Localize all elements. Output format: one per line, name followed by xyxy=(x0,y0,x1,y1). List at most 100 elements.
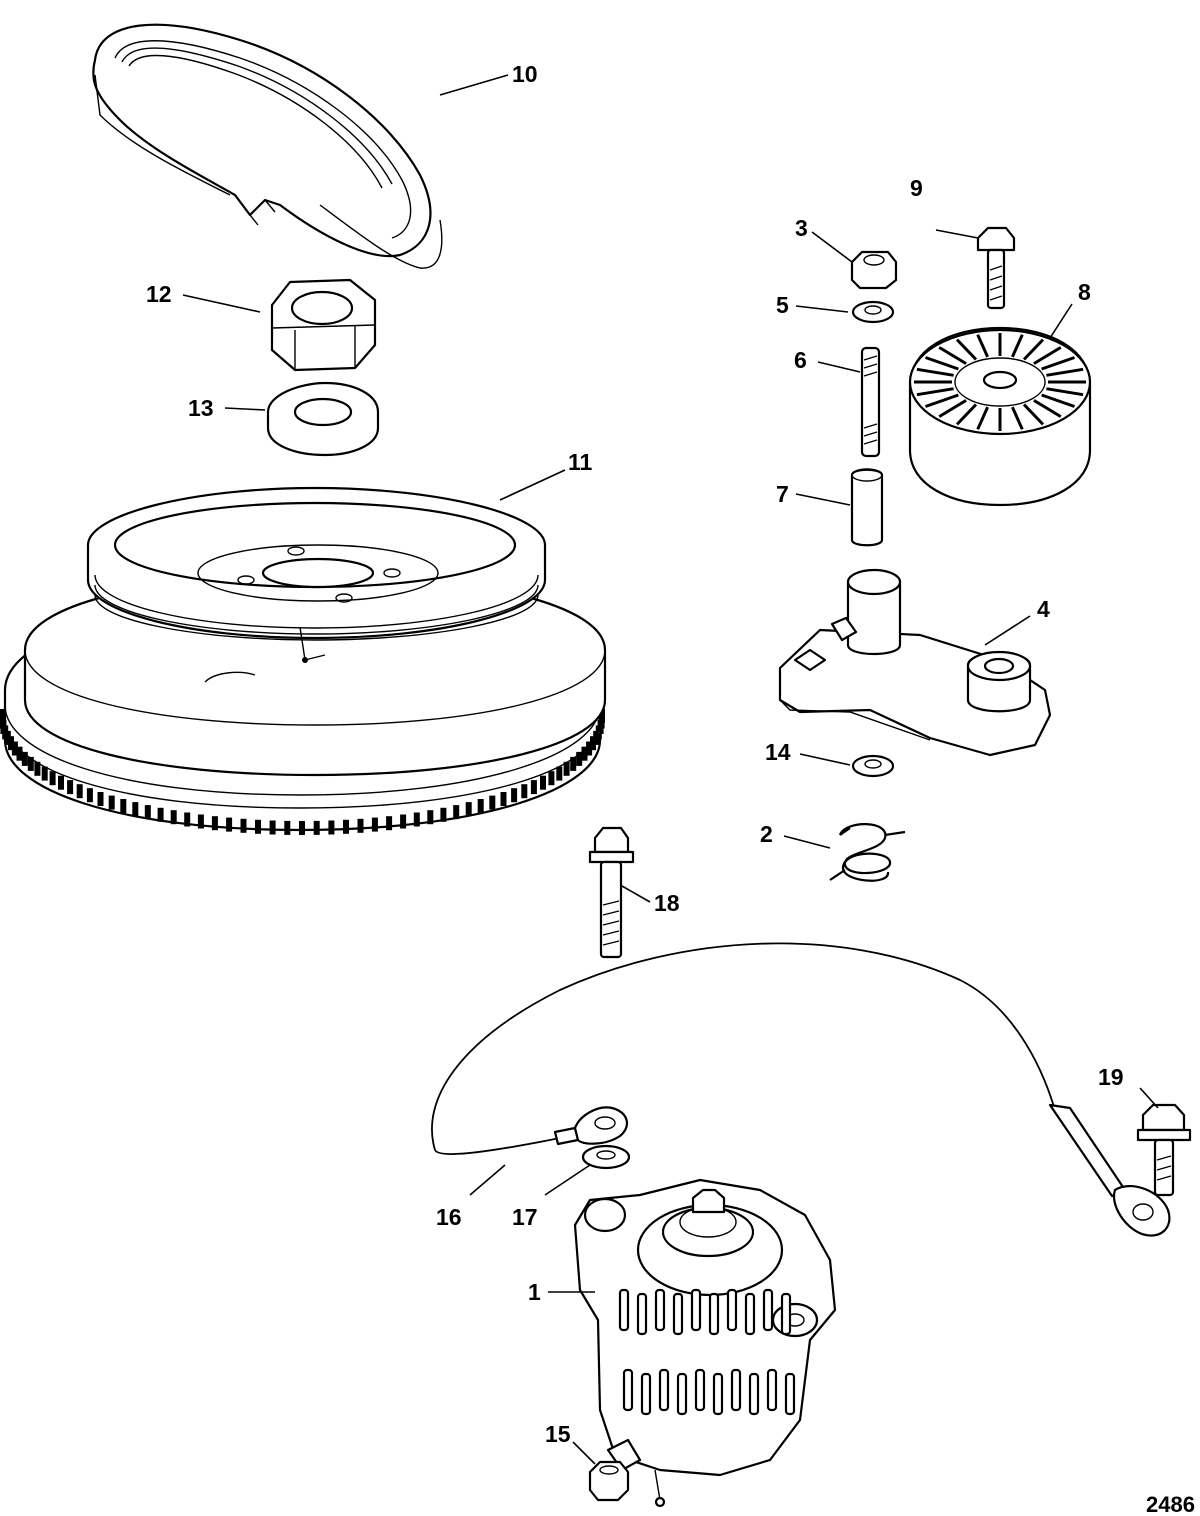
gear-tooth xyxy=(299,821,305,835)
cooling-fin xyxy=(640,1372,652,1416)
pulley-washer xyxy=(266,381,380,457)
gear-tooth xyxy=(240,818,247,833)
pulley-rib xyxy=(1046,387,1084,397)
callout-11: 11 xyxy=(568,449,593,475)
gear-tooth xyxy=(530,780,537,795)
callout-14: 14 xyxy=(765,739,791,765)
pulley-rib xyxy=(916,387,954,397)
ground-bolt xyxy=(1136,1103,1192,1197)
alternator-mounting-bolt xyxy=(588,826,635,959)
gear-tooth xyxy=(41,766,48,781)
gear-tooth xyxy=(21,751,28,766)
cooling-fin xyxy=(690,1288,702,1332)
gear-tooth xyxy=(8,736,14,751)
idler-bolt xyxy=(976,226,1016,310)
gear-tooth xyxy=(11,741,18,756)
callout-10: 10 xyxy=(512,61,538,87)
pulley-rib xyxy=(1041,356,1075,371)
idler-spacer xyxy=(850,468,884,547)
callout-12: 12 xyxy=(146,281,172,307)
gear-tooth xyxy=(576,751,583,766)
gear-tooth xyxy=(413,812,420,827)
gear-tooth xyxy=(197,814,204,829)
callout-18: 18 xyxy=(654,890,680,916)
callout-8: 8 xyxy=(1078,279,1091,305)
pulley-nut xyxy=(270,278,377,372)
callout-4: 4 xyxy=(1037,596,1050,622)
idler-washer xyxy=(851,300,895,324)
gear-tooth xyxy=(144,805,151,820)
tension-spring xyxy=(829,823,906,882)
gear-tooth xyxy=(343,819,349,834)
gear-tooth xyxy=(581,746,588,761)
gear-tooth xyxy=(465,802,472,817)
idler-pulley-ribs xyxy=(914,333,1086,431)
gear-tooth xyxy=(157,807,164,822)
idler-nut xyxy=(850,250,898,290)
cooling-fin xyxy=(730,1368,742,1412)
idler-stud xyxy=(860,346,881,458)
cooling-fin xyxy=(712,1372,724,1416)
cooling-fin xyxy=(748,1372,760,1416)
callout-1: 1 xyxy=(528,1279,541,1305)
gear-tooth xyxy=(76,784,83,799)
gear-tooth xyxy=(371,817,378,832)
gear-tooth xyxy=(489,795,496,810)
gear-tooth xyxy=(27,756,34,771)
gear-tooth xyxy=(284,820,291,835)
gear-tooth xyxy=(58,775,64,790)
pulley-rib xyxy=(976,406,989,430)
cooling-fin xyxy=(654,1288,666,1332)
pulley-rib xyxy=(1046,367,1084,377)
cooling-fin xyxy=(726,1288,738,1332)
cooling-fin xyxy=(618,1288,630,1332)
gear-tooth xyxy=(563,761,570,776)
cooling-fin xyxy=(784,1372,796,1416)
pulley-rib xyxy=(1011,334,1024,358)
gear-tooth xyxy=(170,810,177,825)
gear-tooth xyxy=(386,816,393,831)
gear-tooth xyxy=(4,730,11,745)
pulley-rib xyxy=(1022,338,1045,361)
gear-tooth xyxy=(511,788,518,803)
gear-tooth xyxy=(477,799,484,813)
idler-pulley xyxy=(908,326,1092,507)
terminal-washer xyxy=(581,1144,631,1170)
gear-tooth xyxy=(313,820,320,835)
cooling-fin xyxy=(780,1292,792,1336)
gear-tooth xyxy=(590,736,596,751)
callout-2: 2 xyxy=(760,821,773,847)
callout-17: 17 xyxy=(512,1204,538,1230)
gear-tooth xyxy=(328,820,335,835)
pulley-rib xyxy=(955,338,978,361)
gear-tooth xyxy=(226,817,233,832)
cooling-fin xyxy=(676,1372,688,1416)
cooling-fin xyxy=(636,1292,648,1336)
pulley-rib xyxy=(1011,406,1024,430)
gear-tooth xyxy=(108,795,115,810)
ring-gear-teeth xyxy=(0,709,605,835)
cooling-fin xyxy=(708,1292,720,1336)
cooling-fin xyxy=(658,1368,670,1412)
callout-labels: 10 12 13 11 3 9 5 8 6 7 4 14 2 18 19 16 … xyxy=(146,61,1124,1447)
pulley-rib xyxy=(1033,346,1062,365)
pulley-rib xyxy=(925,393,959,408)
callout-9: 9 xyxy=(910,175,923,201)
callout-16: 16 xyxy=(436,1204,462,1230)
alternator-terminal-nut xyxy=(588,1460,630,1502)
callout-5: 5 xyxy=(776,292,789,318)
gear-tooth xyxy=(120,799,127,813)
gear-tooth xyxy=(453,805,460,820)
pulley-rib xyxy=(1033,399,1062,418)
idler-bracket xyxy=(778,568,1052,757)
gear-tooth xyxy=(599,709,605,723)
cooling-fin xyxy=(694,1368,706,1412)
alternator-cooling-fins xyxy=(618,1288,796,1416)
gear-tooth xyxy=(586,741,593,756)
cooling-fin xyxy=(622,1368,634,1412)
gear-tooth xyxy=(211,816,218,831)
gear-tooth xyxy=(49,771,56,786)
pulley-rib xyxy=(955,403,978,426)
gear-tooth xyxy=(521,784,528,799)
